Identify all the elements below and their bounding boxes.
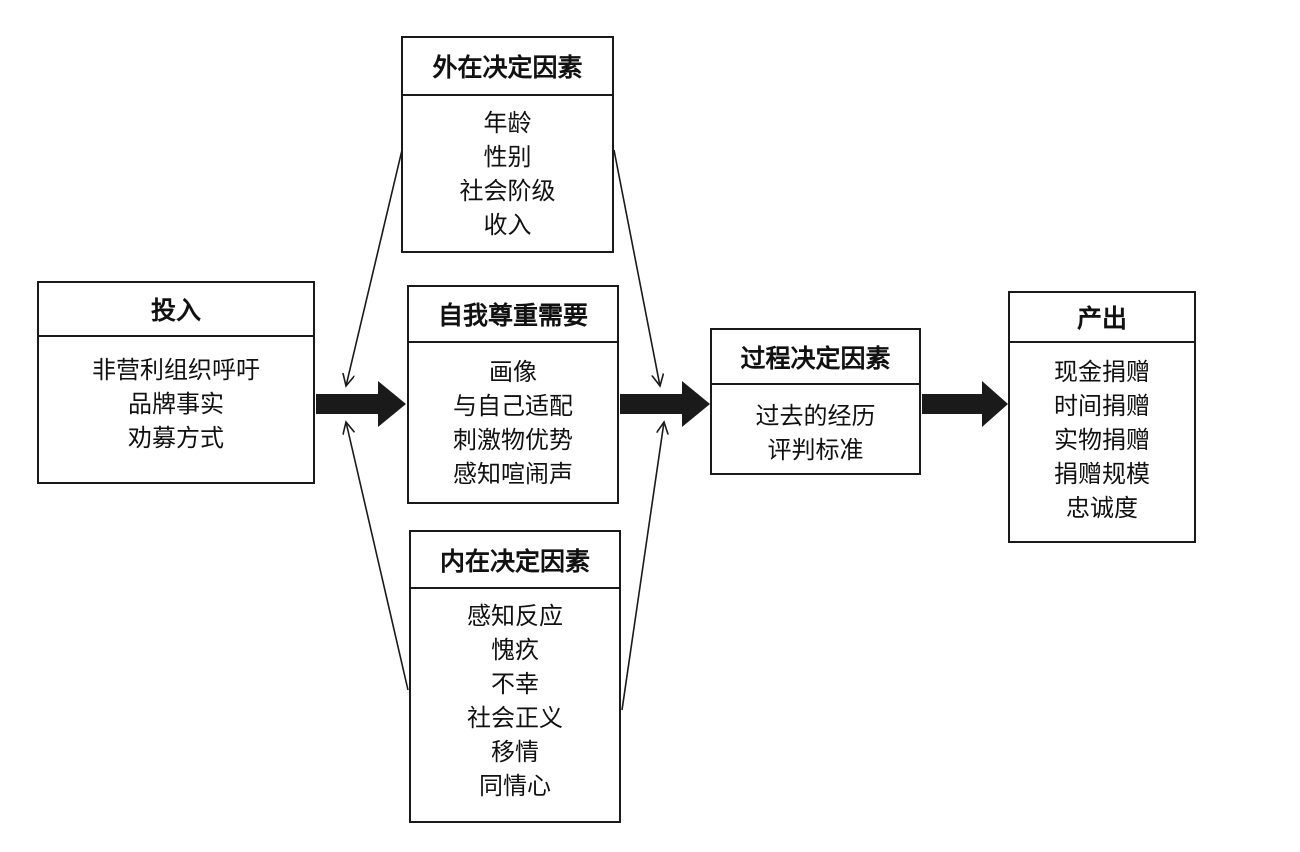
internal-determinants-items: 感知反应 愧疚 不幸 社会正义 移情 同情心 [411, 589, 619, 803]
external-item: 年龄 [483, 109, 532, 137]
self-esteem-needs-title: 自我尊重需要 [409, 287, 617, 343]
input-item: 劝募方式 [128, 424, 224, 452]
internal-item: 社会正义 [467, 704, 563, 732]
influence-arrow-internal-left [346, 422, 409, 691]
internal-item: 同情心 [479, 772, 551, 800]
external-item: 性别 [483, 143, 532, 171]
input-items: 非营利组织呼吁 品牌事实 劝募方式 [39, 337, 313, 455]
external-determinants-title: 外在决定因素 [403, 38, 612, 96]
output-item: 忠诚度 [1066, 494, 1138, 522]
output-title: 产出 [1010, 293, 1194, 343]
self-esteem-needs-items: 画像 与自己适配 刺激物优势 感知喧闹声 [409, 343, 617, 491]
influence-arrow-external-left [346, 149, 403, 386]
output-items: 现金捐赠 时间捐赠 实物捐赠 捐赠规模 忠诚度 [1010, 343, 1194, 525]
input-item: 非营利组织呼吁 [92, 356, 260, 384]
internal-item: 不幸 [491, 670, 539, 698]
self-esteem-item: 刺激物优势 [453, 426, 573, 454]
flow-arrow-input-to-self-esteem [316, 381, 406, 427]
input-box: 投入 非营利组织呼吁 品牌事实 劝募方式 [37, 281, 315, 484]
internal-item: 移情 [491, 738, 539, 766]
influence-arrow-external-right [613, 149, 660, 386]
self-esteem-item: 感知喧闹声 [453, 460, 573, 488]
external-item: 社会阶级 [459, 177, 556, 205]
internal-determinants-title: 内在决定因素 [411, 532, 619, 589]
process-determinants-items: 过去的经历 评判标准 [712, 385, 919, 467]
external-determinants-box: 外在决定因素 年龄 性别 社会阶级 收入 [401, 36, 614, 253]
output-item: 捐赠规模 [1054, 460, 1150, 488]
external-item: 收入 [483, 211, 532, 239]
input-title: 投入 [39, 283, 313, 337]
external-determinants-items: 年龄 性别 社会阶级 收入 [403, 96, 612, 242]
process-determinants-box: 过程决定因素 过去的经历 评判标准 [710, 328, 921, 475]
self-esteem-item: 与自己适配 [453, 392, 573, 420]
output-item: 实物捐赠 [1054, 426, 1150, 454]
internal-item: 感知反应 [467, 602, 563, 630]
output-item: 现金捐赠 [1054, 358, 1150, 386]
process-determinants-title: 过程决定因素 [712, 330, 919, 385]
internal-item: 愧疚 [491, 636, 539, 664]
influence-arrow-internal-right [621, 422, 664, 711]
flow-arrow-self-esteem-to-process [620, 381, 710, 427]
self-esteem-item: 画像 [489, 358, 537, 386]
process-item: 评判标准 [767, 436, 864, 464]
input-item: 品牌事实 [128, 390, 224, 418]
process-item: 过去的经历 [755, 402, 876, 430]
output-box: 产出 现金捐赠 时间捐赠 实物捐赠 捐赠规模 忠诚度 [1008, 291, 1196, 543]
flow-arrow-process-to-output [922, 381, 1008, 427]
output-item: 时间捐赠 [1054, 392, 1150, 420]
internal-determinants-box: 内在决定因素 感知反应 愧疚 不幸 社会正义 移情 同情心 [409, 530, 621, 823]
self-esteem-needs-box: 自我尊重需要 画像 与自己适配 刺激物优势 感知喧闹声 [407, 285, 619, 504]
